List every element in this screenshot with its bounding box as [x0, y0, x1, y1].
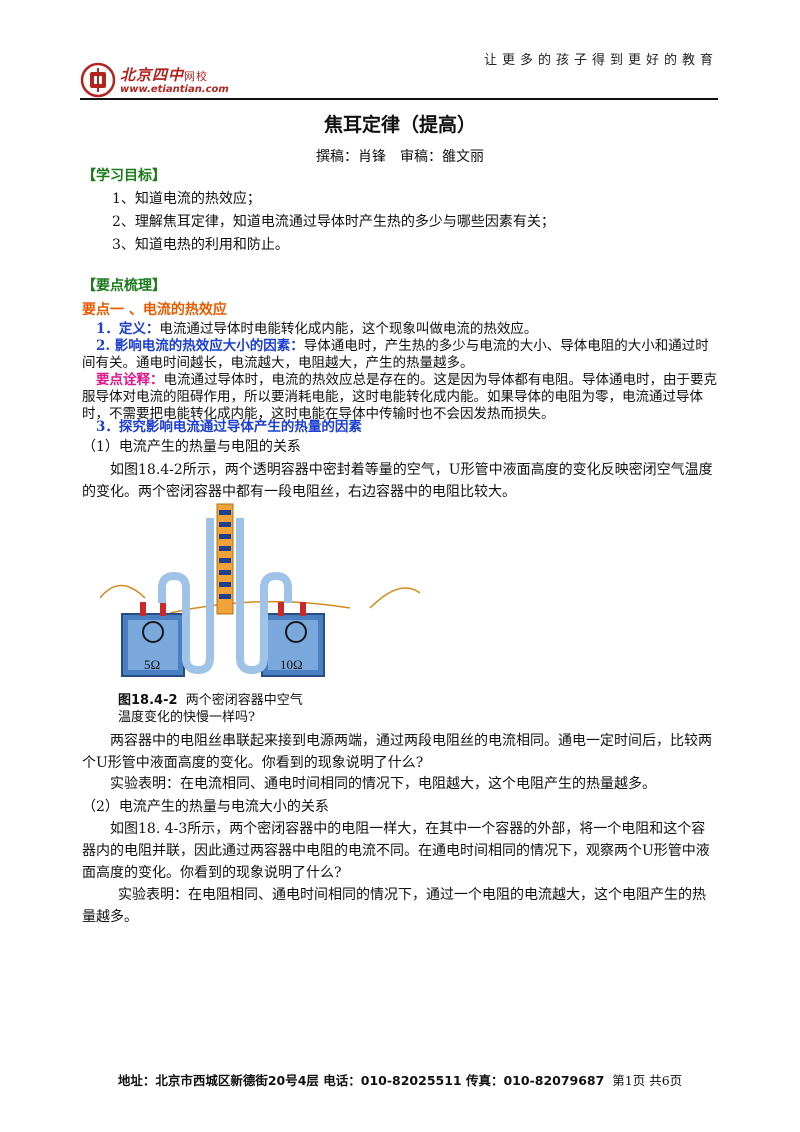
- scale-marks: [219, 510, 231, 599]
- right-terminal: [278, 602, 284, 616]
- footer-address: 地址：北京市西城区新德街20号4层 电话：010-82025511 传真：010…: [117, 1073, 605, 1088]
- left-container-inner: [128, 620, 178, 670]
- right-resistor-coil: [285, 621, 307, 643]
- figure-label: 图18.4-2: [118, 693, 178, 708]
- left-resistor-label: 5Ω: [144, 657, 160, 672]
- logo-url: www.etiantian.com: [120, 84, 229, 95]
- result-1: 实验表明：在电流相同、通电时间相同的情况下，电阻越大，这个电阻产生的热量越多。: [110, 776, 656, 792]
- header-slogan: 让更多的孩子得到更好的教育: [483, 53, 718, 68]
- left-resistor-coil: [142, 621, 164, 643]
- note-label: 要点诠释：: [96, 372, 164, 388]
- wire-right: [369, 587, 421, 609]
- logo-name: 北京四中网校: [120, 66, 209, 84]
- page-footer: 地址：北京市西城区新德街20号4层 电话：010-82025511 传真：010…: [0, 1070, 800, 1089]
- figure-caption: 图18.4-2 两个密闭容器中空气温度变化的快慢一样吗?: [118, 693, 303, 725]
- right-container-inner: [268, 620, 318, 670]
- wire-left: [100, 584, 146, 599]
- subsection-2: （2）电流产生的热量与电流大小的关系: [82, 799, 329, 815]
- paragraph-3: 如图18. 4-3所示，两个密闭容器中的电阻一样大，在其中一个容器的外部，将一个…: [82, 821, 710, 881]
- goal-item: 1、知道电流的热效应；: [112, 191, 261, 207]
- header-divider: [80, 98, 718, 100]
- paragraph-2: 两容器中的电阻丝串联起来接到电源两端，通过两段电阻丝的电流相同。通电一定时间后，…: [82, 733, 712, 771]
- right-resistor-label: 10Ω: [280, 657, 303, 672]
- factors-label: 2. 影响电流的热效应大小的因素：: [96, 338, 304, 354]
- definition: 1．定义：电流通过导体时电能转化成内能，这个现象叫做电流的热效应。: [96, 321, 538, 337]
- u-tube-left: [158, 518, 214, 675]
- result-2: 实验表明：在电阻相同、通电时间相同的情况下，通过一个电阻的电流越大，这个电阻产生…: [82, 887, 706, 925]
- points-heading: 【要点梳理】: [82, 278, 166, 294]
- goal-item: 2、理解焦耳定律，知道电流通过导体时产生热的多少与哪些因素有关；: [112, 214, 555, 230]
- factors: 2. 影响电流的热效应大小的因素：导体通电时，产生热的多少与电流的大小、导体电阻…: [82, 338, 709, 371]
- u-tube-right: [236, 518, 292, 675]
- goal-item: 3、知道电热的利用和防止。: [112, 237, 289, 253]
- page-title: 焦耳定律（提高）: [323, 114, 476, 136]
- subsection-1: （1）电流产生的热量与电阻的关系: [82, 439, 301, 455]
- paragraph-1: 如图18.4-2所示，两个透明容器中密封着等量的空气，U形管中液面高度的变化反映…: [82, 462, 713, 500]
- school-logo[interactable]: 北京四中网校 www.etiantian.com: [80, 62, 310, 102]
- note: 要点诠释：电流通过导体时，电流的热效应总是存在的。这是因为导体都有电阻。导体通电…: [82, 372, 717, 422]
- definition-label: 1．定义：: [96, 321, 160, 337]
- page-number: 第1页 共6页: [612, 1073, 683, 1088]
- figure-18-4-2: 5Ω 10Ω: [100, 503, 421, 677]
- point1-title: 要点一 、电流的热效应: [82, 302, 227, 318]
- explore-title: 3．探究影响电流通过导体产生的热量的因素: [96, 419, 362, 435]
- right-terminal: [300, 602, 306, 616]
- authors: 撰稿：肖锋 审稿：雒文丽: [316, 149, 484, 165]
- left-terminal: [140, 602, 146, 616]
- logo-emblem-icon: [80, 62, 116, 98]
- goals-heading: 【学习目标】: [82, 168, 166, 184]
- left-terminal: [160, 602, 166, 616]
